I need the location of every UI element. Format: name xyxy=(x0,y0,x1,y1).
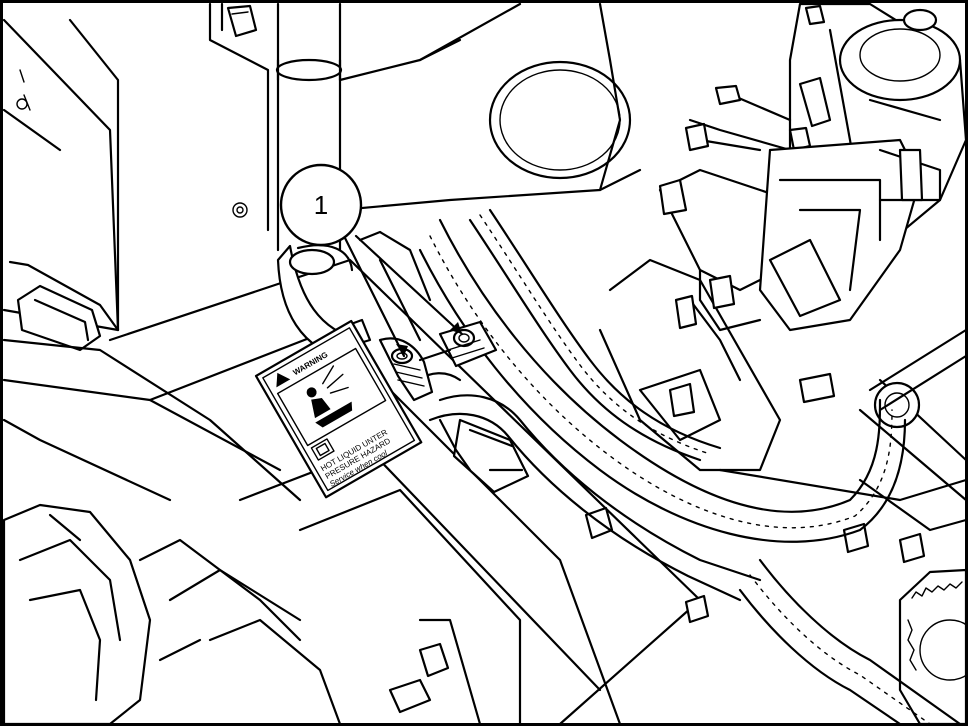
right-lower-bracket xyxy=(598,258,968,502)
filler-cap xyxy=(842,478,968,726)
wiring-harness-secondary xyxy=(468,208,722,462)
tie-rod xyxy=(868,328,968,412)
return-hose xyxy=(416,372,762,602)
right-bracket xyxy=(658,138,942,404)
frame-rail xyxy=(108,258,702,726)
hot-liquid-spray-icon xyxy=(306,365,353,428)
wiring-harness-lower xyxy=(738,558,962,726)
callout-number: 1 xyxy=(314,190,328,220)
callout-1: 1 xyxy=(279,163,363,247)
warning-triangle-icon xyxy=(276,372,291,388)
bleed-fitting-right xyxy=(418,320,498,368)
callout-leader-lines xyxy=(343,234,464,358)
left-lower-assembly xyxy=(2,503,342,726)
top-housing xyxy=(208,2,642,232)
